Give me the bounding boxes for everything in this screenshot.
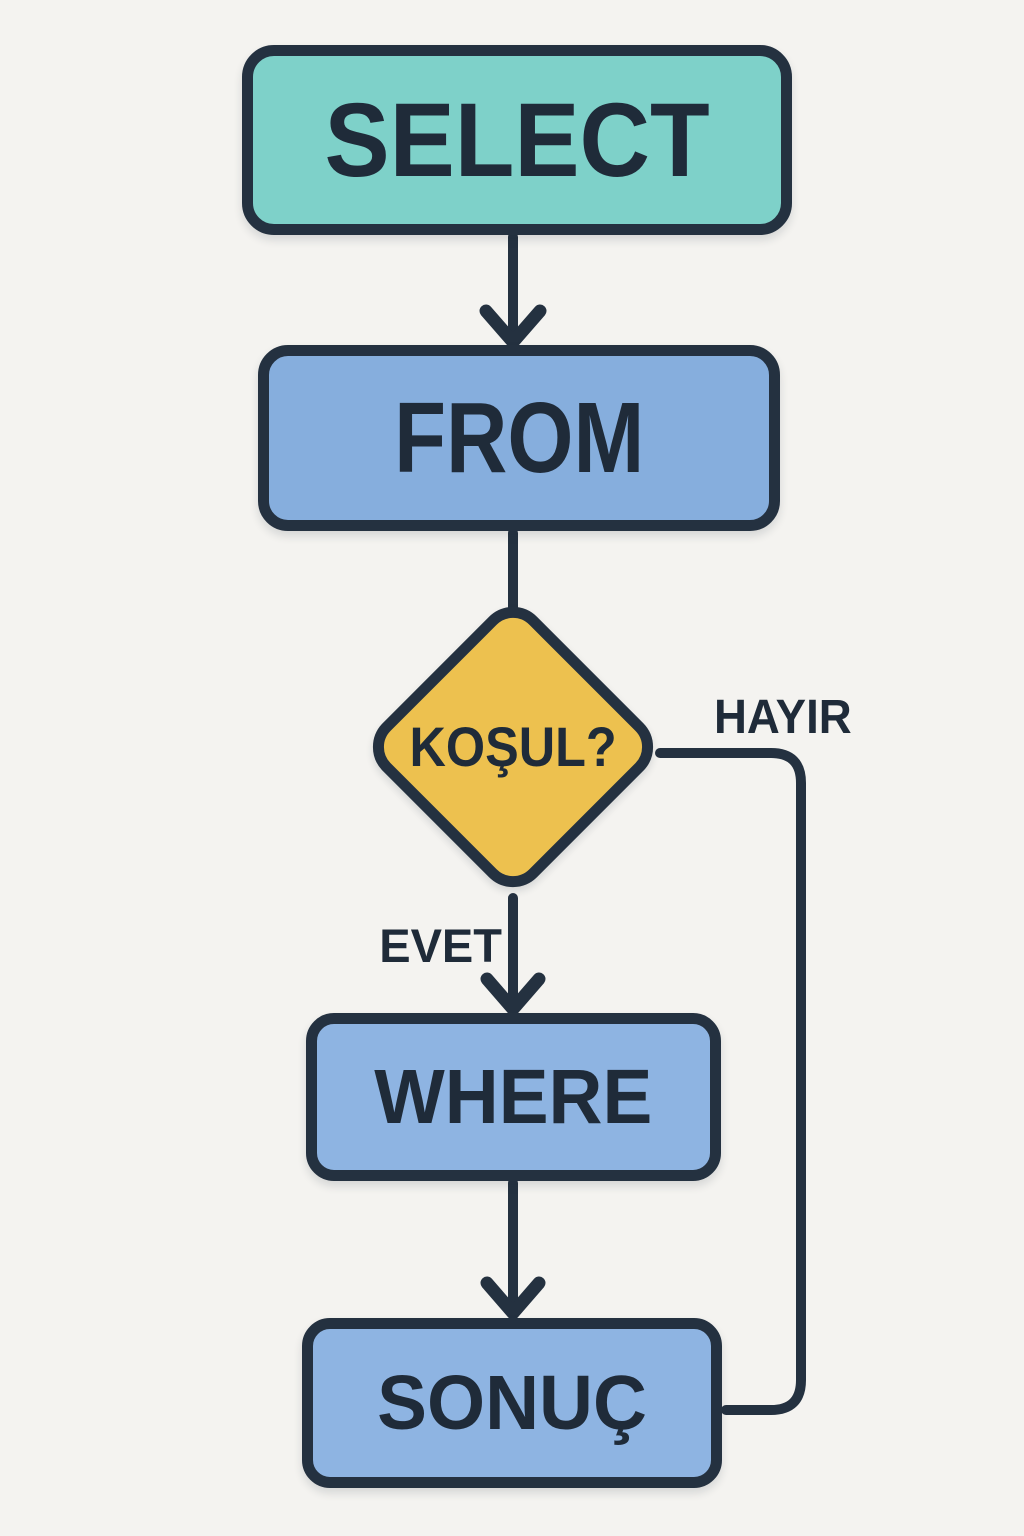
- arrowhead-kosul-where: [480, 972, 546, 1016]
- node-select: SELECT: [242, 45, 792, 235]
- node-select-label: SELECT: [324, 81, 710, 199]
- node-where: WHERE: [306, 1013, 721, 1181]
- node-kosul: KOŞUL?: [374, 638, 652, 856]
- edge-label-evet: EVET: [379, 919, 502, 972]
- node-sonuc-label: SONUÇ: [377, 1359, 647, 1446]
- arrowhead-select-from: [479, 304, 547, 349]
- node-kosul-label: KOŞUL?: [409, 715, 617, 778]
- node-from-label: FROM: [393, 382, 645, 494]
- edge-label-hayir: HAYIR: [714, 691, 852, 744]
- node-from: FROM: [258, 345, 780, 531]
- node-where-label: WHERE: [374, 1053, 653, 1140]
- arrowhead-where-sonuc: [480, 1276, 546, 1320]
- node-sonuc: SONUÇ: [302, 1318, 722, 1488]
